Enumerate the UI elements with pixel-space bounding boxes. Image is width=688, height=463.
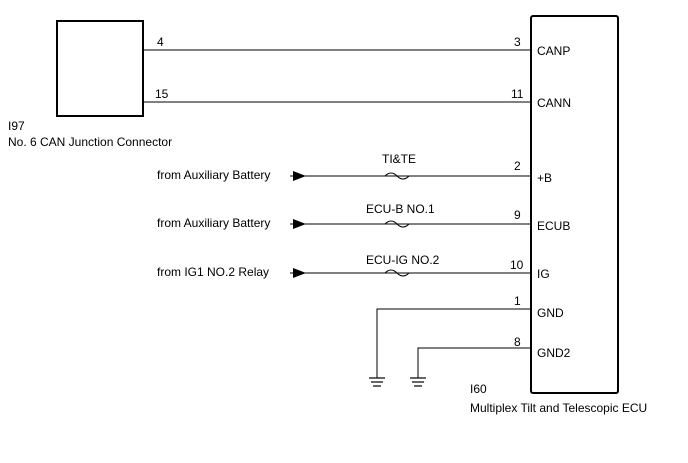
junction-connector-box (56, 20, 144, 117)
junction-connector-code: I97 (8, 119, 25, 133)
source-label-plusb: from Auxiliary Battery (157, 168, 270, 182)
ecu-label-gnd2: GND2 (537, 346, 571, 360)
ecu-box (530, 15, 619, 394)
source-label-ecub: from Auxiliary Battery (157, 216, 270, 230)
fuse-label-ecub: ECU-B NO.1 (366, 202, 435, 216)
junction-connector-name: No. 6 CAN Junction Connector (8, 135, 172, 149)
ground-icon (410, 377, 426, 387)
ecu-pin-ig: 10 (510, 258, 524, 272)
ecu-label-ig: IG (537, 267, 550, 281)
fuse-label-ig: ECU-IG NO.2 (366, 253, 440, 267)
fuse-ecub-icon (384, 220, 410, 228)
ecu-pin-gnd2: 8 (514, 335, 521, 349)
ecu-code: I60 (470, 382, 487, 396)
ecu-pin-plusb: 2 (514, 159, 521, 173)
gnd2-wire (417, 347, 531, 378)
ecu-label-gnd: GND (537, 306, 564, 320)
ecu-label-plusb: +B (537, 171, 552, 185)
ecu-name: Multiplex Tilt and Telescopic ECU (470, 401, 647, 415)
ecu-pin-gnd: 1 (514, 294, 521, 308)
ecu-pin-canp: 3 (514, 35, 521, 49)
fuse-label-tite: TI&TE (382, 152, 416, 166)
source-label-ig: from IG1 NO.2 Relay (157, 265, 269, 279)
ecu-label-canp: CANP (537, 44, 570, 58)
fuse-ig-icon (384, 269, 410, 277)
junction-pin-15: 15 (155, 87, 169, 101)
ecu-label-ecub: ECUB (537, 219, 570, 233)
ecu-pin-ecub: 9 (514, 208, 521, 222)
ecu-label-cann: CANN (537, 96, 571, 110)
gnd-wire (376, 308, 531, 378)
fuse-tite-icon (384, 172, 410, 180)
junction-pin-4: 4 (157, 35, 164, 49)
ecu-pin-cann: 11 (511, 87, 524, 101)
ground-icon (369, 377, 385, 387)
